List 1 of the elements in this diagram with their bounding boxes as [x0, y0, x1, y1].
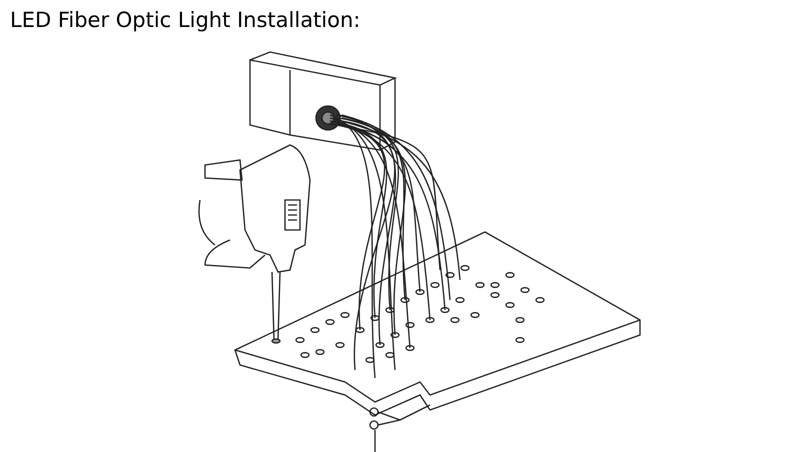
title: LED Fiber Optic Light Installation:: [10, 8, 360, 32]
